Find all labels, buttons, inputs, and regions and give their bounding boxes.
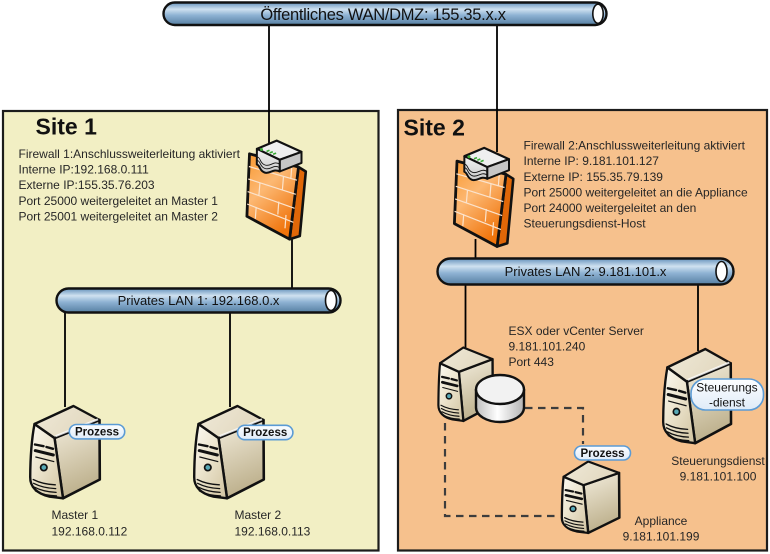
svg-text:Privates LAN 2: 9.181.101.x: Privates LAN 2: 9.181.101.x bbox=[505, 264, 667, 279]
svg-text:Externe IP: 155.35.79.139: Externe IP: 155.35.79.139 bbox=[524, 170, 664, 184]
svg-text:Master 1: Master 1 bbox=[52, 508, 99, 522]
svg-text:Privates LAN 1: 192.168.0.x: Privates LAN 1: 192.168.0.x bbox=[118, 293, 280, 308]
svg-text:Externe IP:155.35.76.203: Externe IP:155.35.76.203 bbox=[19, 178, 155, 192]
svg-text:Port 25000 weitergeleitet an d: Port 25000 weitergeleitet an die Applian… bbox=[524, 185, 748, 199]
svg-text:Site 1: Site 1 bbox=[36, 114, 98, 140]
svg-text:192.168.0.112: 192.168.0.112 bbox=[52, 525, 128, 539]
svg-text:9.181.101.100: 9.181.101.100 bbox=[680, 470, 757, 484]
svg-text:Steuerungsdienst-Host: Steuerungsdienst-Host bbox=[524, 217, 647, 231]
svg-text:Prozess: Prozess bbox=[243, 427, 287, 439]
svg-text:Port 25001 weitergeleitet an M: Port 25001 weitergeleitet an Master 2 bbox=[19, 209, 219, 223]
svg-text:Appliance: Appliance bbox=[635, 514, 688, 528]
svg-text:Prozess: Prozess bbox=[75, 426, 119, 438]
svg-text:Firewall 2:Anschlussweiterleit: Firewall 2:Anschlussweiterleitung aktivi… bbox=[524, 139, 746, 153]
svg-text:9.181.101.199: 9.181.101.199 bbox=[623, 530, 700, 544]
svg-text:9.181.101.240: 9.181.101.240 bbox=[509, 340, 586, 354]
svg-text:Master 2: Master 2 bbox=[235, 508, 282, 522]
svg-text:Prozess: Prozess bbox=[580, 448, 624, 460]
svg-text:Steuerungsdienst: Steuerungsdienst bbox=[671, 454, 765, 468]
svg-text:Interne IP:192.168.0.111: Interne IP:192.168.0.111 bbox=[19, 163, 150, 177]
svg-text:Steuerungs: Steuerungs bbox=[696, 381, 757, 395]
svg-text:-dienst: -dienst bbox=[709, 396, 746, 410]
svg-text:Site 2: Site 2 bbox=[404, 115, 465, 141]
svg-text:Port 25000 weitergeleitet an M: Port 25000 weitergeleitet an Master 1 bbox=[19, 194, 219, 208]
svg-text:Port 443: Port 443 bbox=[509, 355, 555, 369]
svg-text:Firewall 1:Anschlussweiterleit: Firewall 1:Anschlussweiterleitung aktivi… bbox=[19, 147, 241, 161]
svg-text:192.168.0.113: 192.168.0.113 bbox=[235, 525, 311, 539]
svg-text:ESX oder vCenter Server: ESX oder vCenter Server bbox=[509, 324, 644, 338]
svg-text:Port 24000 weitergeleitet an d: Port 24000 weitergeleitet an den bbox=[524, 201, 697, 215]
svg-text:Interne IP: 9.181.101.127: Interne IP: 9.181.101.127 bbox=[524, 154, 660, 168]
svg-text:Öffentliches WAN/DMZ: 155.35.x: Öffentliches WAN/DMZ: 155.35.x.x bbox=[260, 6, 506, 24]
